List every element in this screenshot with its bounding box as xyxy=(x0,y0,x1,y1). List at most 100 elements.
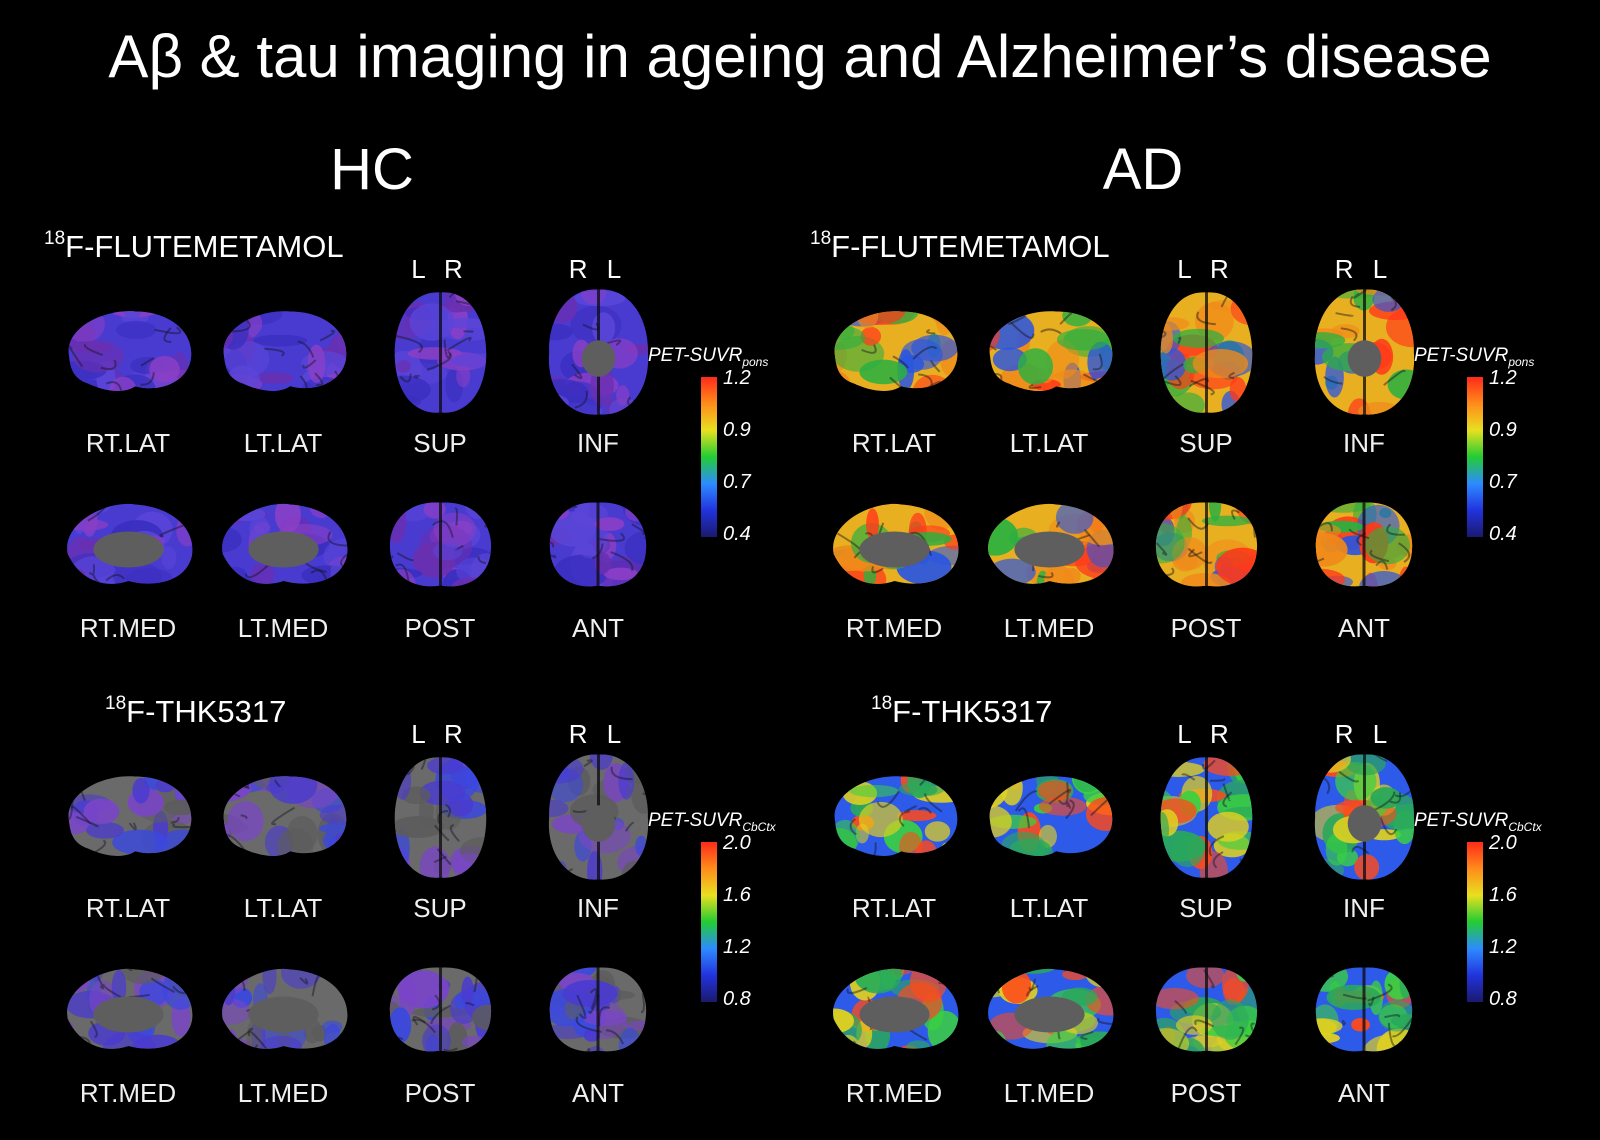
view-label: SUP xyxy=(1179,893,1233,923)
view-label: RT.MED xyxy=(845,1078,943,1108)
colorbar-title: PET-SUVRCbCtx xyxy=(1414,810,1542,834)
colorbar-title-text: PET-SUVR xyxy=(648,345,743,366)
view-label: LT.LAT xyxy=(1009,893,1089,923)
view-label: ANT xyxy=(572,1078,624,1108)
view-label: RT.MED xyxy=(845,613,943,643)
tracer-isotope-superscript: 18 xyxy=(810,228,832,249)
view-label: POST xyxy=(404,613,476,643)
brain-view-lt-med xyxy=(987,503,1113,584)
brain-view-sup xyxy=(394,291,486,413)
colorbar-tick-label: 0.7 xyxy=(723,471,751,493)
colorbar-tick-label: 0.4 xyxy=(723,523,751,545)
tracer-isotope-superscript: 18 xyxy=(871,693,893,714)
colorbar-title: PET-SUVRpons xyxy=(648,345,768,369)
brain-view-lt-med xyxy=(987,968,1113,1049)
tracer-name: F-THK5317 xyxy=(892,694,1053,729)
brain-view-rt-lat xyxy=(68,776,191,856)
brain-view-inf xyxy=(548,289,648,415)
colorbar-title: PET-SUVRpons xyxy=(1414,345,1534,369)
group-heading-ad: AD xyxy=(1102,137,1184,202)
colorbar-tick-label: 0.9 xyxy=(1489,419,1517,441)
brain-view-sup xyxy=(394,756,486,878)
brain-view-sup xyxy=(1160,291,1252,413)
brain-view-ant xyxy=(1315,502,1413,587)
tracer-label: 18F-FLUTEMETAMOL xyxy=(44,228,344,265)
view-label: INF xyxy=(1343,893,1385,923)
brain-view-rt-med xyxy=(66,968,192,1049)
view-label: LT.MED xyxy=(1003,1078,1095,1108)
tracer-name: F-FLUTEMETAMOL xyxy=(831,229,1110,264)
orientation-label-sup: L R xyxy=(411,254,469,284)
colorbar-tick-label: 0.7 xyxy=(1489,471,1517,493)
view-label: LT.MED xyxy=(237,1078,329,1108)
colorbar-gradient xyxy=(1467,842,1483,1002)
brain-view-post xyxy=(1155,502,1257,587)
colorbar-tick-label: 0.8 xyxy=(1489,988,1517,1010)
tracer-label: 18F-THK5317 xyxy=(871,693,1052,730)
colorbar-title-subscript: pons xyxy=(1508,355,1535,369)
colorbar-tick-label: 0.8 xyxy=(723,988,751,1010)
tracer-name: F-THK5317 xyxy=(126,694,287,729)
view-label: LT.MED xyxy=(1003,613,1095,643)
brain-view-ant xyxy=(1315,967,1413,1052)
brain-view-lt-lat xyxy=(223,311,346,391)
group-heading-hc: HC xyxy=(330,137,414,202)
brain-view-inf xyxy=(1314,754,1414,880)
brain-view-lt-lat xyxy=(989,776,1112,856)
view-label: ANT xyxy=(1338,613,1390,643)
view-label: POST xyxy=(1170,1078,1242,1108)
colorbar-title: PET-SUVRCbCtx xyxy=(648,810,776,834)
orientation-label-sup: L R xyxy=(1177,719,1235,749)
colorbar-tick-label: 2.0 xyxy=(1489,832,1517,854)
view-label: INF xyxy=(577,428,619,458)
orientation-label-inf: R L xyxy=(568,254,628,284)
colorbar-tick-label: 2.0 xyxy=(723,832,751,854)
colorbar-title-subscript: CbCtx xyxy=(1508,820,1542,834)
colorbar-tick-label: 1.2 xyxy=(1489,936,1517,958)
colorbar-tick-label: 0.9 xyxy=(723,419,751,441)
colorbar-title-text: PET-SUVR xyxy=(1414,345,1509,366)
colorbar-tick-label: 1.6 xyxy=(1489,884,1517,906)
view-label: POST xyxy=(404,1078,476,1108)
view-label: SUP xyxy=(413,893,467,923)
colorbar-title-subscript: CbCtx xyxy=(742,820,776,834)
brain-view-lt-lat xyxy=(989,311,1112,391)
brain-view-rt-lat xyxy=(834,776,957,856)
view-label: RT.MED xyxy=(79,613,177,643)
brain-view-lt-med xyxy=(221,503,347,584)
brain-view-post xyxy=(1155,967,1257,1052)
orientation-label-inf: R L xyxy=(568,719,628,749)
brain-view-post xyxy=(389,967,491,1052)
orientation-label-inf: R L xyxy=(1334,254,1394,284)
brain-view-inf xyxy=(1314,289,1414,415)
colorbar-gradient xyxy=(701,377,717,537)
brain-view-lt-med xyxy=(221,968,347,1049)
colorbar-title-text: PET-SUVR xyxy=(648,810,743,831)
view-label: SUP xyxy=(413,428,467,458)
brain-view-rt-med xyxy=(66,503,192,584)
colorbar-gradient xyxy=(701,842,717,1002)
view-label: LT.LAT xyxy=(1009,428,1089,458)
colorbar-tick-label: 1.2 xyxy=(1489,367,1517,389)
brain-view-post xyxy=(389,502,491,587)
view-label: INF xyxy=(1343,428,1385,458)
brain-view-rt-lat xyxy=(68,311,191,391)
colorbar-tick-label: 1.6 xyxy=(723,884,751,906)
colorbar-title-subscript: pons xyxy=(742,355,769,369)
orientation-label-inf: R L xyxy=(1334,719,1394,749)
view-label: RT.MED xyxy=(79,1078,177,1108)
brain-view-rt-med xyxy=(832,503,958,584)
colorbar-tick-label: 1.2 xyxy=(723,936,751,958)
colorbar-tick-label: 0.4 xyxy=(1489,523,1517,545)
view-label: ANT xyxy=(572,613,624,643)
tracer-label: 18F-THK5317 xyxy=(105,693,286,730)
orientation-label-sup: L R xyxy=(1177,254,1235,284)
view-label: ANT xyxy=(1338,1078,1390,1108)
view-label: SUP xyxy=(1179,428,1233,458)
tracer-isotope-superscript: 18 xyxy=(105,693,127,714)
view-label: LT.LAT xyxy=(243,428,323,458)
colorbar-title-text: PET-SUVR xyxy=(1414,810,1509,831)
orientation-label-sup: L R xyxy=(411,719,469,749)
view-label: LT.MED xyxy=(237,613,329,643)
brain-view-ant xyxy=(549,502,647,587)
